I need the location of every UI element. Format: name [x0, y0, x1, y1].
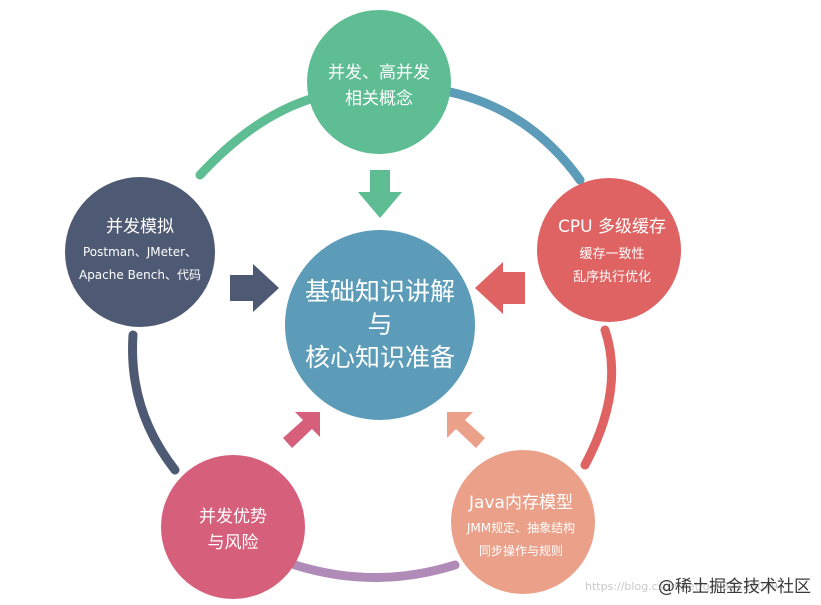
- node-right-sub-2: 乱序执行优化: [573, 270, 651, 285]
- node-bottom-right-title: Java内存模型: [468, 493, 573, 513]
- node-bottom-left-sub-1: 与风险: [208, 533, 259, 553]
- arrow-top-icon: [358, 170, 402, 218]
- node-top: 并发、高并发 相关概念: [307, 10, 451, 154]
- node-right: CPU 多级缓存 缓存一致性 乱序执行优化: [537, 178, 681, 322]
- arrow-right-icon: [475, 262, 525, 314]
- node-left-title: 并发模拟: [106, 217, 174, 237]
- center-line-3: 核心知识准备: [305, 343, 455, 372]
- node-top-sub-1: 相关概念: [345, 88, 413, 109]
- node-bottom-right: Java内存模型 JMM规定、抽象结构 同步操作与规则: [451, 450, 595, 594]
- node-bottom-right-sub-1: JMM规定、抽象结构: [466, 520, 575, 535]
- node-right-title: CPU 多级缓存: [558, 217, 666, 237]
- arrow-bottom-left-icon: [283, 412, 320, 448]
- watermark-url: https://blog.csdn.net/qq_37128049: [585, 580, 779, 593]
- node-bottom-left-title: 并发优势: [199, 507, 267, 527]
- node-top-title: 并发、高并发: [328, 63, 430, 83]
- ring-segment-right: [580, 325, 617, 470]
- node-bottom-right-sub-2: 同步操作与规则: [479, 543, 563, 558]
- node-left-sub-1: Postman、JMeter、: [83, 245, 197, 259]
- node-right-sub-1: 缓存一致性: [579, 247, 644, 262]
- center-line-2: 与: [367, 310, 392, 339]
- ring-segment-left: [128, 330, 180, 475]
- ring-segment-top-right: [445, 87, 585, 185]
- arrow-left-icon: [230, 264, 279, 312]
- arrow-bottom-right-icon: [447, 412, 485, 448]
- node-bottom-left: 并发优势 与风险: [161, 455, 305, 599]
- ring-segment-bottom: [290, 560, 460, 582]
- center-node: 基础知识讲解 与 核心知识准备: [285, 230, 475, 420]
- ring-segment-top-left: [195, 90, 330, 180]
- node-left: 并发模拟 Postman、JMeter、 Apache Bench、代码: [65, 177, 215, 327]
- center-line-1: 基础知识讲解: [305, 277, 455, 306]
- node-left-sub-2: Apache Bench、代码: [79, 268, 201, 282]
- watermark-brand: @稀土掘金技术社区: [658, 577, 811, 597]
